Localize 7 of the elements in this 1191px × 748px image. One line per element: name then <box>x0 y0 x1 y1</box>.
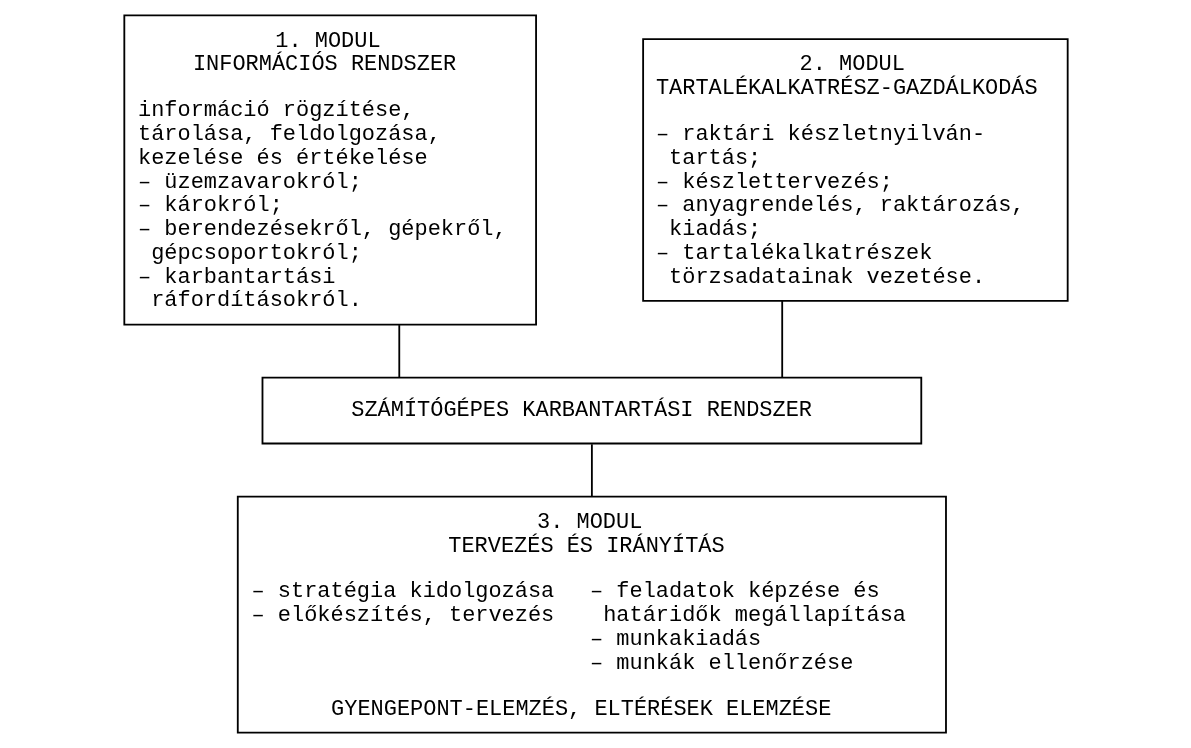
node-box: 2. MODUL TARTALÉKALKATRÉSZ-GAZDÁLKODÁS – raktári készletnyilván-tartás; – készlettervezés; – anyagrendelés, raktározás, kiadás; – tartalékalkatrészek törzsadatainak vezetése. <box>641 38 1069 302</box>
node-box: 3. MODUL TERVEZÉS ÉS IRÁNYÍTÁS – stratégia kidolgozása – előkészítés, tervezés – feladatok képzése és határidők megállapítása – munkakiadás – munkák ellenőrzése GYENGEPONT-ELEMZÉS, ELTÉRÉSEK ELEMZÉSE <box>236 495 947 734</box>
node-box: SZÁMÍTÓGÉPES KARBANTARTÁSI RENDSZER <box>261 376 922 445</box>
node-box: 1. MODUL INFORMÁCIÓS RENDSZER információ rögzítése, tárolása, feldolgozása, kezelése és értékelése – üzemzavarokról; – károkról; – berendezésekről, gépekről, gépcsoportokról; – karbantartási ráfordításokról. <box>122 14 537 326</box>
connector <box>780 299 783 379</box>
connector <box>590 443 593 498</box>
connector <box>397 324 400 379</box>
